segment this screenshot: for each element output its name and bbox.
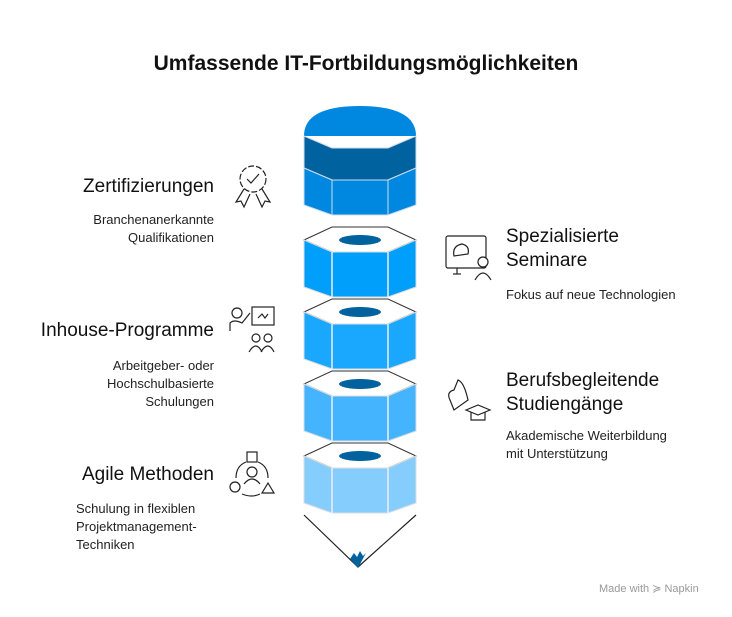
trainer-group-icon (229, 306, 275, 353)
napkin-watermark: Made with ≽ Napkin (599, 583, 699, 595)
pencil-segment (302, 298, 418, 370)
page-title: Umfassende IT-Fortbildungsmöglichkeiten (153, 52, 579, 75)
graduation-cap-icon (448, 379, 492, 421)
pencil-segment (302, 442, 418, 514)
pencil-tip (303, 514, 417, 568)
heading-inhouse: Inhouse-Programme (40, 320, 214, 341)
pencil-segment (302, 370, 418, 442)
desc-seminare: Fokus auf neue Technologien (506, 287, 676, 302)
award-ribbon-icon (234, 165, 272, 209)
agile-team-icon (229, 451, 276, 497)
heading-agile: Agile Methoden (81, 464, 214, 485)
presentation-screen-icon (445, 235, 492, 281)
pencil-eraser-cap (303, 106, 417, 216)
heading-zertifizierungen: Zertifizierungen (83, 176, 214, 197)
pencil-segment (302, 226, 418, 298)
